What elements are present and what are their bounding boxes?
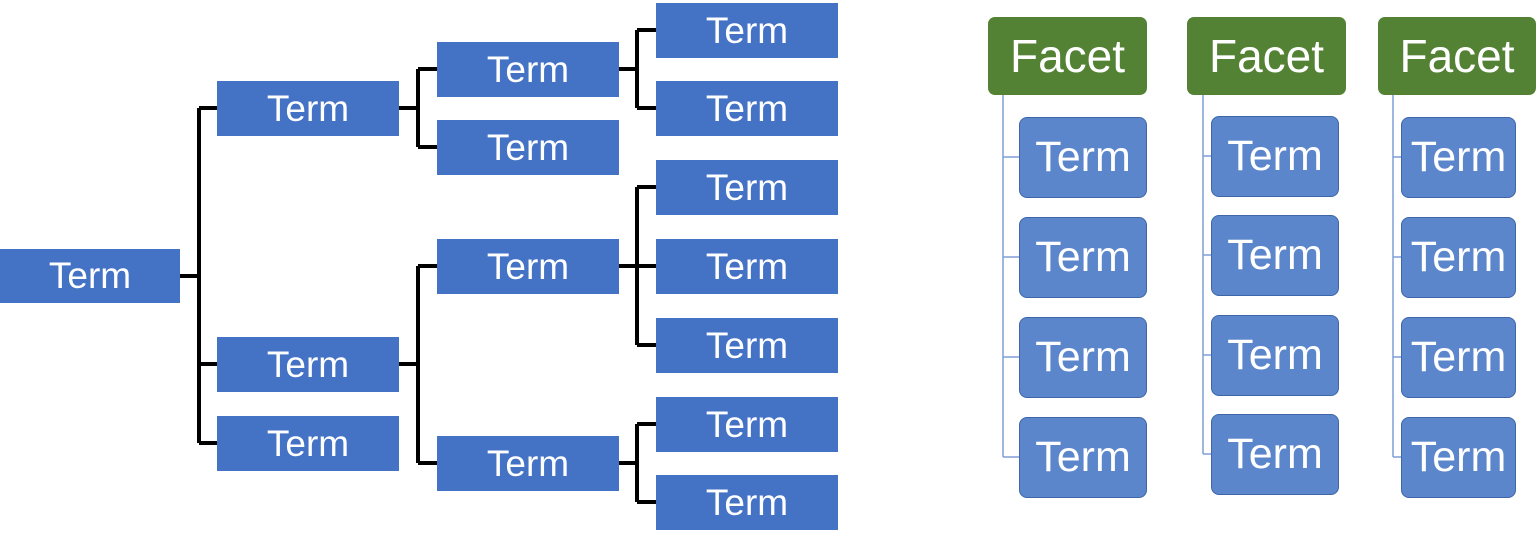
facet-header: Facet	[988, 17, 1147, 95]
facet-term-node: Term	[1019, 117, 1147, 198]
facet-term-node: Term	[1211, 315, 1339, 396]
facet-term-node: Term	[1401, 417, 1516, 498]
tree-level2-node: Term	[437, 436, 619, 491]
tree-leaf-node: Term	[656, 3, 838, 58]
facet-term-node: Term	[1211, 116, 1339, 197]
tree-level1-node: Term	[217, 81, 399, 136]
tree-leaf-node: Term	[656, 81, 838, 136]
tree-level2-node: Term	[437, 120, 619, 175]
facet-term-node: Term	[1211, 215, 1339, 296]
tree-level1-node: Term	[217, 337, 399, 392]
facet-term-node: Term	[1019, 217, 1147, 298]
tree-leaf-node: Term	[656, 397, 838, 452]
tree-leaf-node: Term	[656, 475, 838, 530]
facet-term-node: Term	[1401, 117, 1516, 198]
tree-level2-node: Term	[437, 42, 619, 97]
tree-leaf-node: Term	[656, 239, 838, 294]
facet-term-node: Term	[1019, 317, 1147, 398]
facet-term-node: Term	[1401, 217, 1516, 298]
facet-header: Facet	[1378, 17, 1536, 95]
facet-header: Facet	[1187, 17, 1346, 95]
tree-root-node: Term	[0, 249, 180, 303]
facet-term-node: Term	[1211, 414, 1339, 495]
tree-leaf-node: Term	[656, 318, 838, 373]
facet-term-node: Term	[1019, 417, 1147, 498]
tree-level2-node: Term	[437, 239, 619, 294]
tree-leaf-node: Term	[656, 160, 838, 215]
facet-term-node: Term	[1401, 317, 1516, 398]
tree-level1-node: Term	[217, 416, 399, 471]
